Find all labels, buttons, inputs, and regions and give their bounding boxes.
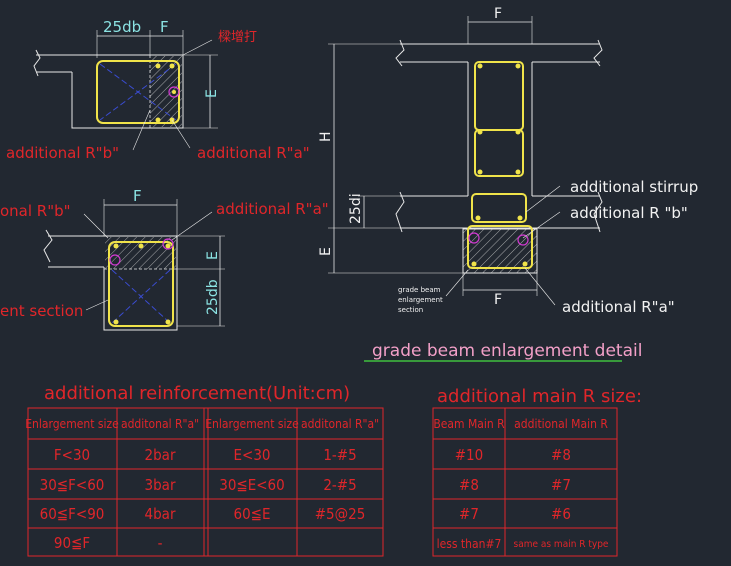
dim-25db-top: 25db [103, 18, 141, 36]
small-note-1: grade beam [398, 286, 441, 294]
table-reinforcement-text: Enlargement size additonal R"a" Enlargem… [25, 417, 379, 431]
label-additional-r-b-right: additional R "b" [570, 204, 688, 222]
small-note-2: enlargement [398, 296, 443, 304]
main-cell-r1-c1: #7 [551, 476, 571, 494]
main-cell-r2-c0: #7 [459, 505, 479, 523]
main-cell-r3-c0: less than#7 [437, 537, 502, 551]
table-main-head: Beam Main R additional Main R [433, 417, 608, 431]
header-additional-main-r: additional Main R [514, 417, 608, 431]
cell-r0-c2: E<30 [233, 446, 270, 464]
right-detail: F F H E 25di additional stirrup addition… [318, 6, 698, 316]
label-enlargement-section: ent section [0, 302, 83, 320]
cell-r1-c0: 30≦F<60 [40, 476, 105, 494]
label-additional-stirrup: additional stirrup [570, 178, 698, 196]
main-cell-r2-c1: #6 [551, 505, 571, 523]
header-additional-r-a-2: additonal R"a" [301, 417, 379, 431]
table-reinforcement [27, 407, 384, 557]
header-enlargement-size-2: Enlargement size [205, 417, 299, 431]
dim-f-top-right: F [494, 6, 502, 22]
label-additional-r-b-bottom: onal R"b" [0, 202, 71, 220]
dim-e-bottom-left: E [205, 251, 221, 260]
cell-r2-c3: #5@25 [315, 505, 366, 523]
dim-f-bottom-right: F [494, 292, 502, 308]
table-main [432, 407, 618, 557]
table-reinforcement-title: additional reinforcement(Unit:cm) [44, 383, 350, 404]
cell-r1-c1: 3bar [145, 476, 176, 494]
main-cell-r0-c1: #8 [551, 446, 571, 464]
cell-r3-c0: 90≦F [54, 534, 90, 552]
table-main-title: additional main R size: [437, 386, 642, 407]
main-cell-r1-c0: #8 [459, 476, 479, 494]
left-top-detail: 25db F E 樑增打 additional R"b" additional … [6, 18, 310, 162]
header-additional-r-a-1: additonal R"a" [121, 417, 199, 431]
cell-r2-c0: 60≦F<90 [40, 505, 105, 523]
dim-e-top-left: E [204, 89, 220, 98]
dim-25di: 25di [348, 193, 364, 224]
dim-f-top-left: F [160, 18, 169, 36]
cell-r0-c3: 1-#5 [323, 446, 356, 464]
main-cell-r3-c1: same as main R type [514, 539, 609, 550]
cell-r0-c0: F<30 [54, 446, 90, 464]
dim-f-bottom-left: F [133, 187, 142, 205]
dim-25db-bottom-left: 25db [205, 279, 221, 315]
label-additional-r-a-bottom: additional R"a" [216, 200, 329, 218]
dim-e-right: E [318, 247, 334, 256]
header-enlargement-size-1: Enlargement size [25, 417, 119, 431]
table-main-body: #10 #8 #8 #7 #7 #6 less than#7 same as m… [437, 446, 609, 551]
main-cell-r0-c0: #10 [455, 446, 483, 464]
label-additional-r-a-right: additional R"a" [562, 298, 675, 316]
table-reinforcement-body: F<30 2bar E<30 1-#5 30≦F<60 3bar 30≦E<60… [40, 446, 366, 552]
small-note-3: section [398, 306, 423, 314]
label-additional-r-b-top: additional R"b" [6, 144, 119, 162]
header-beam-main-r: Beam Main R [433, 417, 505, 431]
cell-r3-c1: - [158, 534, 163, 552]
cell-r2-c2: 60≦E [233, 505, 270, 523]
cell-r1-c3: 2-#5 [323, 476, 356, 494]
dim-h: H [318, 131, 334, 142]
main-title: grade beam enlargement detail [372, 341, 642, 361]
label-additional-r-a-top: additional R"a" [197, 144, 310, 162]
cell-r2-c1: 4bar [145, 505, 176, 523]
cell-r0-c1: 2bar [145, 446, 176, 464]
cell-r1-c2: 30≦E<60 [219, 476, 284, 494]
chinese-note: 樑增打 [218, 30, 257, 45]
left-bottom-detail: F E 25db onal R"b" additional R"a" ent s… [0, 187, 329, 331]
